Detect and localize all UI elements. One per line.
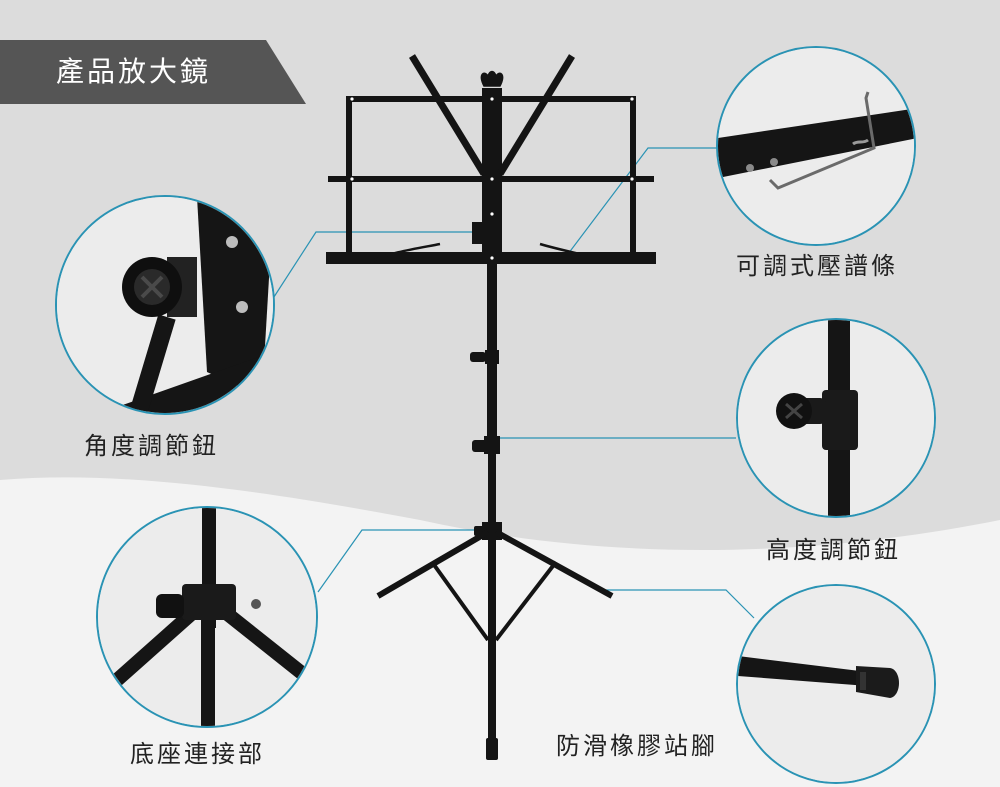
- zoom-circle-height-knob: [736, 318, 936, 518]
- label-angle-knob: 角度調節鈕: [84, 432, 219, 460]
- zoom-circle-page-clip: [716, 46, 916, 246]
- angle-knob-detail-image: [57, 197, 273, 413]
- zoom-circle-base-joint: [96, 506, 318, 728]
- page-title: 產品放大鏡: [56, 55, 212, 88]
- label-base-joint: 底座連接部: [130, 740, 265, 768]
- page-clip-detail-image: [718, 48, 914, 244]
- zoom-circle-angle-knob: [55, 195, 275, 415]
- height-knob-detail-image: [738, 320, 934, 516]
- title-banner: [0, 40, 306, 104]
- rubber-feet-detail-image: [738, 586, 934, 782]
- label-page-clip: 可調式壓譜條: [736, 252, 898, 280]
- label-rubber-feet: 防滑橡膠站腳: [556, 732, 718, 760]
- zoom-circle-rubber-feet: [736, 584, 936, 784]
- base-joint-detail-image: [98, 508, 316, 726]
- label-height-knob: 高度調節鈕: [766, 536, 901, 564]
